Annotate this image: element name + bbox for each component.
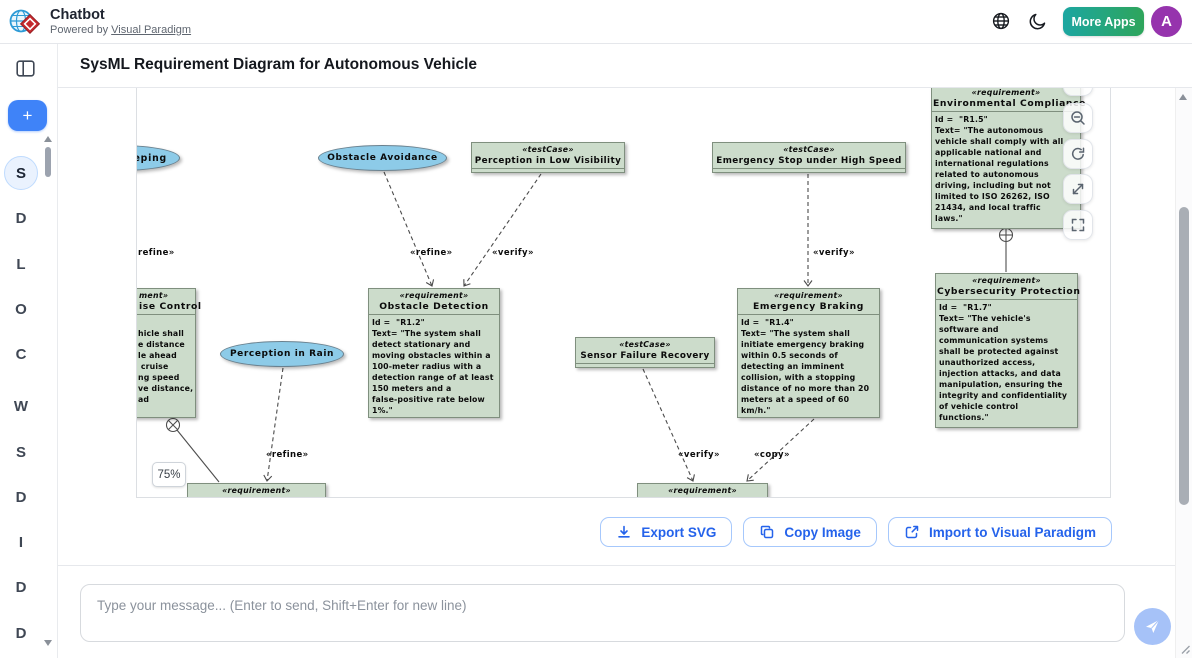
- send-button[interactable]: [1134, 608, 1171, 645]
- zoom-out-icon: [1071, 111, 1085, 125]
- edge-label-verify: «verify»: [492, 248, 534, 258]
- testcase-sensor-failure-recovery: «testCase» Sensor Failure Recovery: [575, 337, 715, 368]
- requirement-emergency-braking: «requirement» Emergency Braking Id = "R1…: [737, 288, 880, 418]
- sidebar-item-conversation-6[interactable]: S: [15, 443, 26, 461]
- stereotype-label: «requirement»: [971, 88, 1041, 97]
- edge-label-verify: «verify»: [813, 248, 855, 258]
- stereotype-label: «requirement»: [399, 291, 469, 300]
- requirement-name: ise Control: [139, 301, 202, 312]
- testcase-name: Emergency Stop under High Speed: [716, 156, 902, 166]
- requirement-name: Fail-Safe Operation: [639, 496, 766, 497]
- language-globe-icon[interactable]: [992, 12, 1010, 30]
- reset-view-button[interactable]: [1063, 139, 1093, 169]
- copy-icon: [761, 525, 774, 539]
- fullscreen-button[interactable]: [1063, 210, 1093, 240]
- visual-paradigm-logo: [7, 4, 44, 41]
- stereotype-label: «requirement»: [222, 486, 291, 495]
- copy-image-button[interactable]: Copy Image: [743, 517, 877, 547]
- avatar[interactable]: A: [1151, 6, 1182, 37]
- edge-label-refine: «refine»: [266, 450, 309, 460]
- more-apps-button[interactable]: More Apps: [1063, 7, 1144, 36]
- requirement-cybersecurity-protection: «requirement» Cybersecurity Protection I…: [935, 273, 1081, 428]
- diagram-actions: Export SVG Copy Image Import to Visual P…: [600, 517, 1112, 547]
- testcase-name: Sensor Failure Recovery: [580, 351, 710, 361]
- expand-button[interactable]: [1063, 174, 1093, 204]
- requirement-name: Cybersecurity Protection: [937, 286, 1081, 297]
- requirement-sensor-fusion-accuracy: «requirement» Sensor Fusion Accuracy: [187, 483, 326, 497]
- composer-area: Type your message... (Enter to send, Shi…: [58, 565, 1192, 658]
- sidebar-item-conversation-1[interactable]: D: [15, 209, 27, 227]
- requirement-name: Sensor Fusion Accuracy: [189, 496, 324, 497]
- usecase-obstacle-avoidance: Obstacle Avoidance: [318, 145, 447, 171]
- usecase-label: eping: [136, 152, 167, 164]
- stereotype-label: «requirement»: [972, 276, 1041, 285]
- sidebar-toggle-icon[interactable]: [16, 60, 35, 77]
- fullscreen-icon: [1071, 218, 1085, 232]
- page-scrollbar-thumb[interactable]: [1179, 207, 1189, 505]
- diagram-canvas[interactable]: refine» «refine» «verify» «verify» «refi…: [136, 88, 1111, 498]
- sidebar-item-conversation-2[interactable]: L: [16, 255, 26, 273]
- page-title: SysML Requirement Diagram for Autonomous…: [80, 56, 478, 73]
- requirement-obstacle-detection: «requirement» Obstacle Detection Id = "R…: [368, 288, 500, 418]
- requirement-environmental-compliance: «requirement» Environmental Compliance I…: [931, 88, 1086, 229]
- sidebar-item-conversation-5[interactable]: W: [13, 397, 29, 415]
- expand-icon: [1072, 183, 1084, 195]
- powered-by: Powered by Visual Paradigm: [50, 24, 192, 36]
- stereotype-label: «requirement»: [774, 291, 843, 300]
- requirement-name: Obstacle Detection: [379, 301, 489, 312]
- diagram-connectors: [165, 171, 1014, 483]
- sidebar-scrollbar-thumb[interactable]: [45, 147, 51, 177]
- sidebar-scroll-up-arrow[interactable]: [44, 136, 52, 142]
- zoom-level-badge: 75%: [152, 462, 186, 487]
- stereotype-label: «testCase»: [522, 145, 574, 154]
- testcase-emergency-stop-under-high-speed: «testCase» Emergency Stop under High Spe…: [712, 142, 906, 173]
- export-svg-button[interactable]: Export SVG: [600, 517, 733, 547]
- testcase-name: Perception in Low Visibility: [474, 156, 622, 166]
- sidebar-item-conversation-4[interactable]: C: [15, 345, 27, 363]
- app-title: Chatbot: [50, 7, 105, 23]
- reset-view-icon: [1071, 147, 1085, 160]
- edge-label-refine: refine»: [138, 248, 175, 258]
- page-scroll-up-arrow[interactable]: [1179, 94, 1187, 100]
- sidebar-item-conversation-7[interactable]: D: [15, 488, 27, 506]
- edge-label-refine: «refine»: [410, 248, 453, 258]
- edge-label-verify: «verify»: [678, 450, 720, 460]
- requirement-fail-safe-operation: «requirement» Fail-Safe Operation: [637, 483, 768, 497]
- sidebar-item-conversation-0[interactable]: S: [4, 156, 38, 190]
- requirement-body: Id = "R1.2" Text= "The system shall dete…: [372, 318, 494, 415]
- message-placeholder: Type your message... (Enter to send, Shi…: [97, 598, 467, 613]
- stereotype-label: ment»: [139, 291, 169, 300]
- requirement-cruise-control-clipped: ment» ise Control hicle shall e distance…: [137, 288, 202, 418]
- sidebar: + S D L O C W S D I D D: [0, 44, 58, 658]
- sidebar-item-conversation-9[interactable]: D: [15, 578, 27, 596]
- sidebar-item-conversation-8[interactable]: I: [18, 533, 24, 551]
- message-input[interactable]: Type your message... (Enter to send, Shi…: [80, 584, 1125, 642]
- requirement-body: Id = "R1.4" Text= "The system shall init…: [741, 318, 870, 415]
- send-plane-icon: [1146, 619, 1160, 633]
- edge-label-copy: «copy»: [754, 450, 790, 460]
- requirement-body: hicle shall e distance le ahead cruise n…: [138, 329, 194, 404]
- sidebar-scroll-down-arrow[interactable]: [44, 640, 52, 646]
- sidebar-item-conversation-10[interactable]: D: [15, 624, 27, 642]
- requirement-body: Id = "R1.5" Text= "The autonomous vehicl…: [935, 115, 1064, 223]
- stereotype-label: «requirement»: [668, 486, 737, 495]
- zoom-out-button[interactable]: [1063, 103, 1093, 133]
- sidebar-item-conversation-3[interactable]: O: [15, 300, 27, 318]
- external-link-icon: [905, 525, 919, 539]
- resize-grip-icon[interactable]: [1177, 641, 1191, 655]
- new-chat-button[interactable]: +: [8, 100, 47, 131]
- top-header: Chatbot Powered by Visual Paradigm More …: [0, 0, 1192, 44]
- requirement-name: Environmental Compliance: [933, 98, 1086, 109]
- title-bar: SysML Requirement Diagram for Autonomous…: [58, 44, 1192, 88]
- testcase-perception-in-low-visibility: «testCase» Perception in Low Visibility: [471, 142, 625, 173]
- visual-paradigm-link[interactable]: Visual Paradigm: [111, 24, 192, 36]
- requirement-body: Id = "R1.7" Text= "The vehicle's softwar…: [939, 303, 1068, 422]
- stereotype-label: «testCase»: [619, 340, 671, 349]
- stereotype-label: «testCase»: [783, 145, 835, 154]
- import-to-visual-paradigm-button[interactable]: Import to Visual Paradigm: [887, 517, 1112, 547]
- requirement-name: Emergency Braking: [753, 301, 864, 312]
- usecase-perception-in-rain: Perception in Rain: [220, 341, 344, 367]
- download-icon: [618, 525, 631, 538]
- dark-mode-moon-icon[interactable]: [1029, 12, 1047, 30]
